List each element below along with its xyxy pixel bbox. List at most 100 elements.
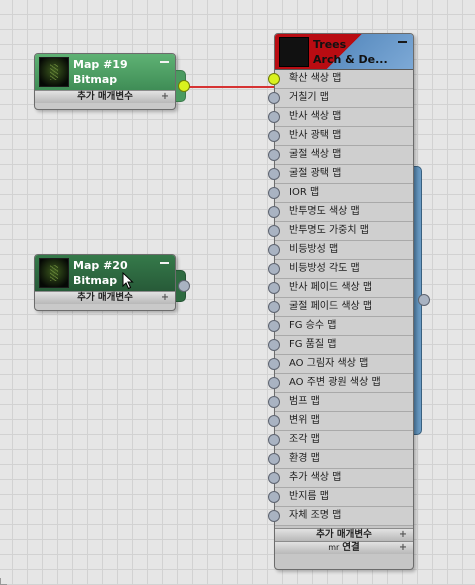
material-rollout-extra-label: 추가 매개변수 [316,529,372,540]
param-input-socket[interactable] [268,301,280,313]
param-input-socket[interactable] [268,415,280,427]
material-param-row[interactable]: 반투명도 가중치 맵 [268,222,413,241]
param-input-socket[interactable] [268,434,280,446]
param-label: 반지름 맵 [289,491,329,502]
map19-title: Map #19 [73,58,128,71]
material-thumbnail [279,37,309,67]
param-input-socket[interactable] [268,491,280,503]
param-input-socket[interactable] [268,510,280,522]
map19-output-socket[interactable] [178,80,190,92]
minimize-icon[interactable] [160,61,169,63]
map20-output-socket[interactable] [178,280,190,292]
param-label: AO 주변 광원 색상 맵 [289,377,381,388]
material-param-row[interactable]: 반사 색상 맵 [268,108,413,127]
material-param-row[interactable]: FG 품질 맵 [268,336,413,355]
map19-header[interactable]: Map #19 Bitmap [35,54,175,90]
material-param-row[interactable]: 반사 광택 맵 [268,127,413,146]
param-label: 환경 맵 [289,453,320,464]
map19-type: Bitmap [73,73,118,86]
param-input-socket[interactable] [268,263,280,275]
material-param-row[interactable]: IOR 맵 [268,184,413,203]
material-param-row[interactable]: 조각 맵 [268,431,413,450]
map20-title: Map #20 [73,259,128,272]
material-param-row[interactable]: 자체 조명 맵 [268,507,413,526]
material-param-row[interactable]: 비등방성 각도 맵 [268,260,413,279]
param-input-socket[interactable] [268,358,280,370]
material-param-row[interactable]: 굴절 광택 맵 [268,165,413,184]
material-extra-params-rollout[interactable]: 추가 매개변수 + [275,528,413,541]
material-param-row[interactable]: 환경 맵 [268,450,413,469]
param-input-socket[interactable] [268,282,280,294]
param-input-socket[interactable] [268,244,280,256]
material-param-row[interactable]: 범프 맵 [268,393,413,412]
param-input-socket[interactable] [268,320,280,332]
param-input-socket[interactable] [268,339,280,351]
material-title: Trees [313,38,347,51]
param-label: 자체 조명 맵 [289,510,342,521]
param-label: 확산 색상 맵 [289,73,342,84]
param-input-socket[interactable] [268,149,280,161]
material-param-row[interactable]: 거칠기 맵 [268,89,413,108]
param-input-socket[interactable] [268,206,280,218]
plus-icon[interactable]: + [399,529,407,540]
param-input-socket[interactable] [268,130,280,142]
param-input-socket[interactable] [268,377,280,389]
map19-node[interactable]: Map #19 Bitmap 추가 매개변수 + [34,53,176,110]
material-param-row[interactable]: AO 그림자 색상 맵 [268,355,413,374]
param-label: 반투명도 가중치 맵 [289,225,369,236]
param-label: 굴절 페이드 색상 맵 [289,301,373,312]
param-label: 비등방성 맵 [289,244,339,255]
material-output-socket[interactable] [418,294,430,306]
param-label: AO 그림자 색상 맵 [289,358,369,369]
param-label: 반사 페이드 색상 맵 [289,282,373,293]
param-input-socket[interactable] [268,396,280,408]
material-header[interactable]: Trees Arch & De... [275,34,413,70]
map20-extra-params-rollout[interactable]: 추가 매개변수 + [35,291,175,304]
material-param-row[interactable]: 변위 맵 [268,412,413,431]
material-param-row[interactable]: 비등방성 맵 [268,241,413,260]
material-param-row[interactable]: 확산 색상 맵 [268,70,413,89]
plus-icon[interactable]: + [161,292,169,303]
param-label: 굴절 광택 맵 [289,168,342,179]
material-param-row[interactable]: 추가 색상 맵 [268,469,413,488]
material-param-row[interactable]: 굴절 색상 맵 [268,146,413,165]
mr-prefix: mr [328,543,340,552]
minimize-icon[interactable] [160,262,169,264]
material-rollout-mr-label: 연결 [342,542,360,553]
param-input-socket[interactable] [268,73,280,85]
material-param-row[interactable]: 반투명도 색상 맵 [268,203,413,222]
map19-extra-params-rollout[interactable]: 추가 매개변수 + [35,90,175,103]
material-param-row[interactable]: FG 승수 맵 [268,317,413,336]
param-input-socket[interactable] [268,472,280,484]
param-label: 범프 맵 [289,396,320,407]
param-label: FG 승수 맵 [289,320,337,331]
connection-wire[interactable] [185,86,275,88]
map20-type: Bitmap [73,274,118,287]
param-label: 거칠기 맵 [289,92,329,103]
material-param-row[interactable]: 반지름 맵 [268,488,413,507]
map20-thumbnail [39,258,69,288]
map19-thumbnail [39,57,69,87]
material-param-row[interactable]: 반사 페이드 색상 맵 [268,279,413,298]
plus-icon[interactable]: + [161,91,169,102]
param-label: FG 품질 맵 [289,339,337,350]
map20-node[interactable]: Map #20 Bitmap 추가 매개변수 + [34,254,176,311]
minimize-icon[interactable] [398,41,407,43]
param-input-socket[interactable] [268,111,280,123]
param-input-socket[interactable] [268,225,280,237]
map20-header[interactable]: Map #20 Bitmap [35,255,175,291]
material-param-row[interactable]: 굴절 페이드 색상 맵 [268,298,413,317]
arrow-cursor-icon [122,272,134,290]
param-input-socket[interactable] [268,92,280,104]
param-input-socket[interactable] [268,187,280,199]
param-label: 추가 색상 맵 [289,472,342,483]
param-input-socket[interactable] [268,453,280,465]
param-input-socket[interactable] [268,168,280,180]
material-param-row[interactable]: AO 주변 광원 색상 맵 [268,374,413,393]
param-label: 반사 색상 맵 [289,111,342,122]
plus-icon[interactable]: + [399,542,407,553]
param-label: 조각 맵 [289,434,320,445]
